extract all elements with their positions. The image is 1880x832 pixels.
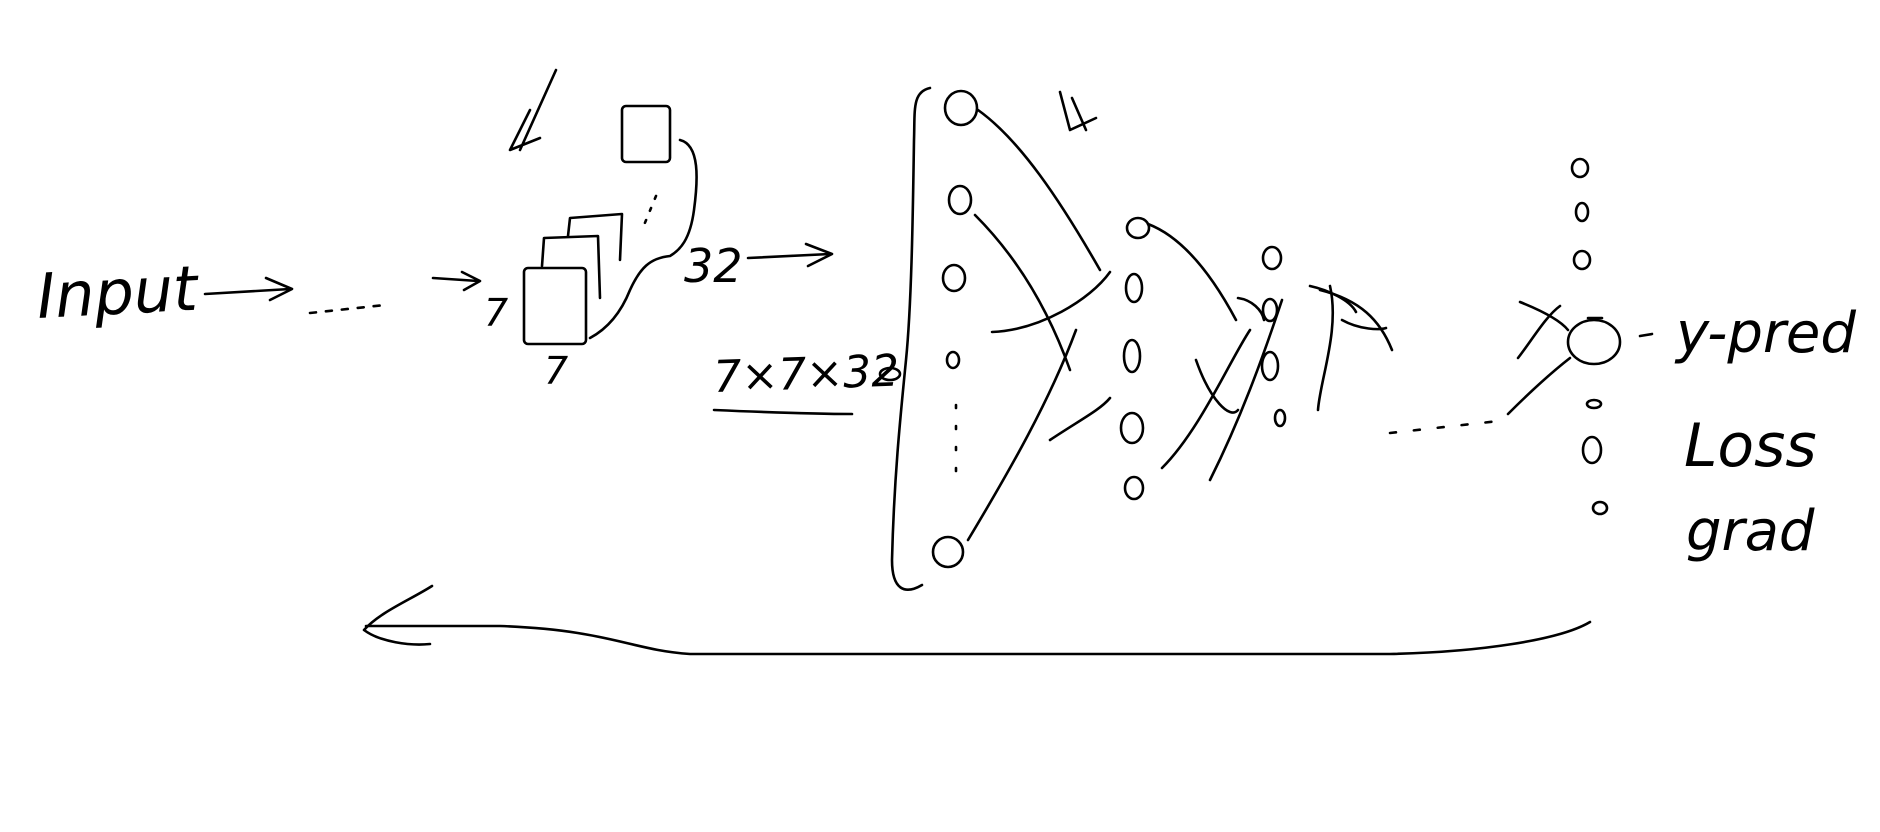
backprop-arrow — [362, 584, 1592, 656]
connection-line — [1194, 358, 1240, 414]
channels-label: 32 — [684, 239, 743, 293]
input-section: Input — [35, 252, 482, 333]
hidden-layer-2 — [1260, 245, 1287, 428]
flatten-node — [945, 350, 961, 370]
output-node — [1591, 500, 1609, 516]
flatten-dims: 7×7×32 — [712, 346, 902, 416]
connection-line — [990, 270, 1112, 334]
layer-brace — [890, 86, 932, 591]
connection-line — [1146, 222, 1238, 322]
loss-label: Loss — [1684, 411, 1817, 481]
flatten-node — [931, 535, 965, 569]
feature-map-dots — [640, 194, 658, 232]
cnn-arrow-head — [460, 270, 482, 292]
output-dash — [1638, 332, 1654, 338]
connection-line — [973, 213, 1072, 372]
down-arrow-left — [508, 68, 558, 152]
hidden-node — [1122, 338, 1142, 374]
size-bottom-label: 7 — [544, 349, 568, 393]
flatten-node — [941, 263, 967, 293]
connection-line — [1318, 288, 1394, 352]
output-node — [1574, 201, 1590, 223]
hidden-layer-1 — [1119, 216, 1151, 501]
hidden-node — [1123, 475, 1145, 501]
output-layer — [1506, 157, 1654, 516]
backprop-arrow-head — [362, 584, 434, 646]
input-arrow-head — [264, 276, 294, 302]
flatten-node — [943, 89, 979, 127]
hidden-node — [1125, 216, 1151, 240]
input-arrow — [203, 287, 292, 296]
connection-line — [1316, 284, 1335, 412]
backprop-line — [364, 620, 1592, 656]
cnn-arrow — [431, 276, 480, 283]
feature-map-back — [566, 212, 624, 262]
ellipsis-dots — [308, 303, 387, 315]
feature-map-mid — [540, 234, 602, 300]
hidden-node — [1124, 272, 1144, 304]
hidden-node — [1273, 408, 1287, 428]
channel-brace — [588, 138, 698, 340]
down-arrow-right — [1058, 90, 1098, 132]
output-node-main — [1566, 318, 1622, 366]
connection-line — [966, 328, 1078, 542]
feature-map-front — [522, 266, 588, 346]
connection-line — [1160, 328, 1252, 470]
flatten-connector-node — [878, 366, 902, 382]
feature-map-top — [620, 104, 672, 164]
connection-line — [1048, 396, 1112, 442]
hidden-node — [1261, 297, 1279, 323]
output-input-line — [1516, 304, 1562, 360]
flatten-arrow — [746, 252, 832, 260]
y-pred-label: y-pred — [1674, 301, 1856, 366]
hidden-node — [1261, 245, 1283, 271]
flatten-dims-label: 7×7×32 — [713, 346, 900, 403]
hidden-node — [1260, 350, 1280, 382]
connection-line — [1208, 298, 1284, 482]
size-left-label: 7 — [484, 291, 508, 335]
output-node — [1585, 398, 1603, 410]
flatten-underline — [712, 408, 854, 416]
input-label: Input — [35, 252, 202, 333]
connection-ellipsis — [1388, 418, 1510, 435]
grad-label: grad — [1686, 499, 1815, 564]
output-node — [1570, 157, 1590, 179]
flatten-layer — [890, 86, 1098, 591]
output-input-line — [1506, 356, 1572, 416]
output-node — [1581, 435, 1603, 465]
feature-map-stack: 7 7 32 — [484, 68, 834, 393]
output-node — [1572, 249, 1592, 271]
output-labels: y-pred Loss grad — [1674, 301, 1856, 564]
hidden-node — [1119, 411, 1145, 445]
connection-line — [976, 108, 1102, 272]
flatten-node — [947, 184, 973, 216]
connections — [966, 108, 1510, 542]
connection-line — [1236, 296, 1266, 322]
connection-line — [1340, 318, 1388, 331]
flatten-arrow-head — [804, 242, 834, 268]
